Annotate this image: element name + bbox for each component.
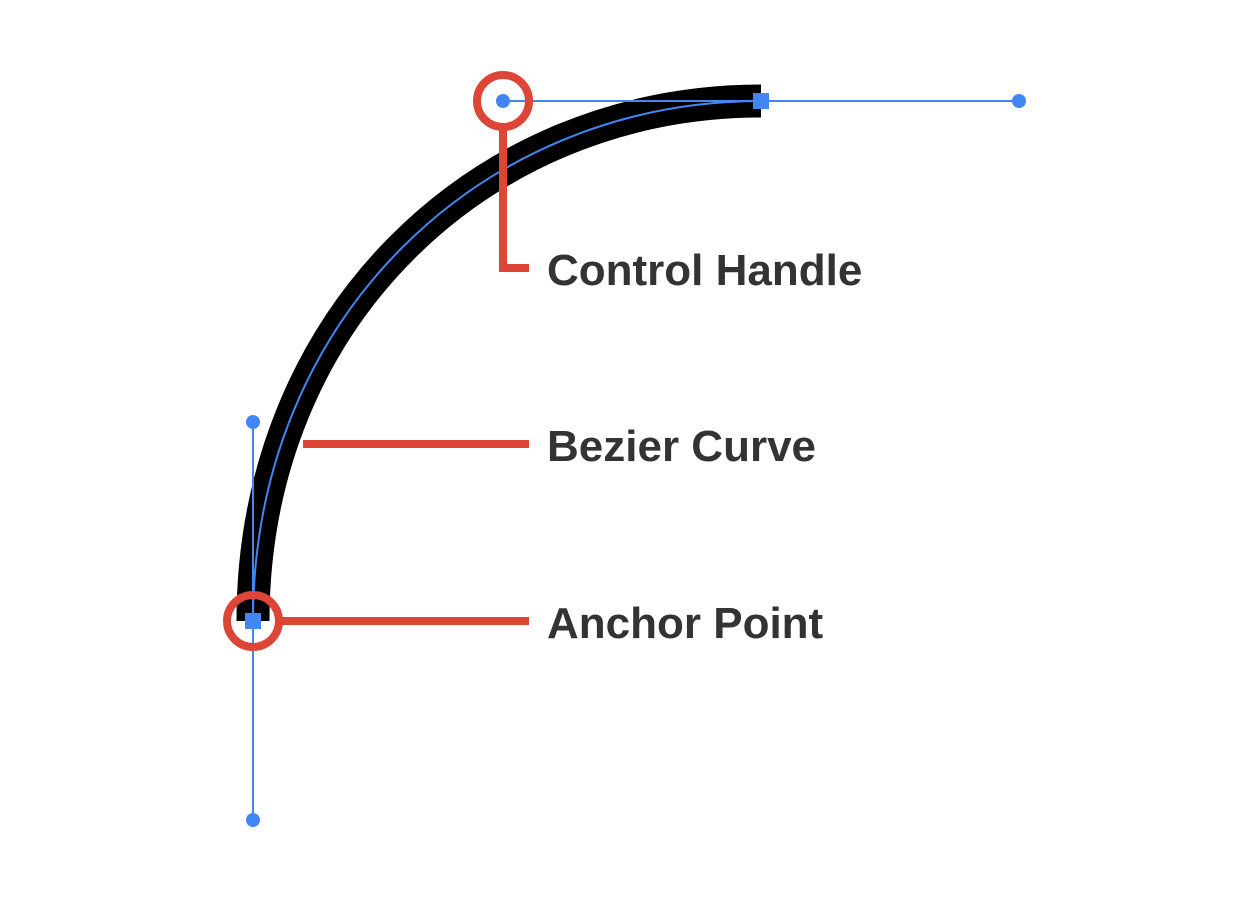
control-handle-callout-ring (473, 71, 533, 131)
control-handle-callout-line (499, 128, 529, 272)
anchor-square[interactable] (753, 93, 769, 109)
bezier-path[interactable] (252, 100, 762, 622)
control-handle-label: Control Handle (547, 246, 862, 295)
anchor-point-label: Anchor Point (547, 599, 824, 648)
handle-dot[interactable] (246, 813, 260, 827)
handle-dot[interactable] (246, 415, 260, 429)
handle-dot[interactable] (496, 94, 510, 108)
bezier-curve-label: Bezier Curve (547, 422, 816, 471)
anchor-point-callout-ring (223, 591, 283, 651)
handle-dot[interactable] (1012, 94, 1026, 108)
anchor-square[interactable] (245, 613, 261, 629)
